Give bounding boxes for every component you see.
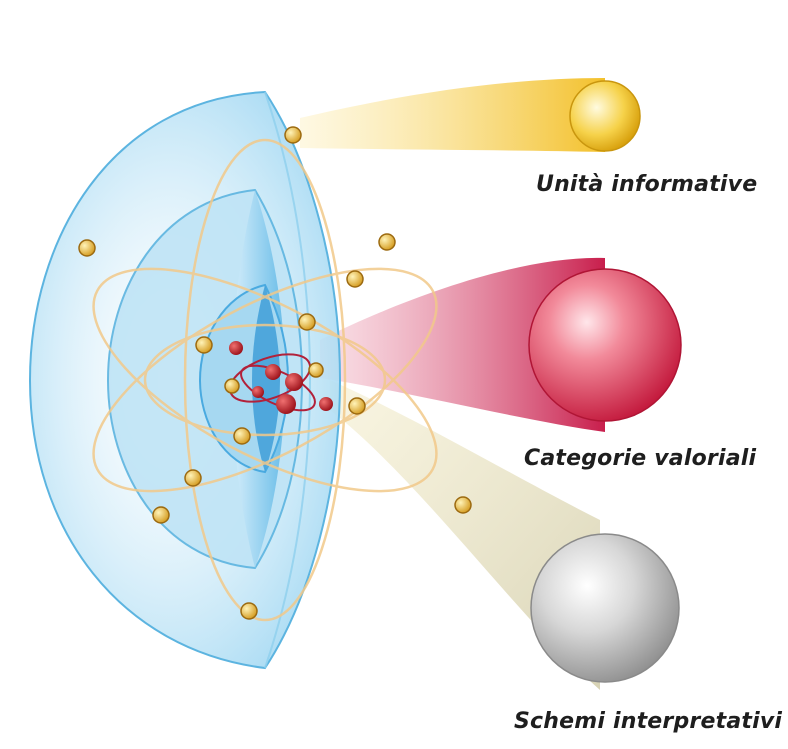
tail-unita [300, 78, 605, 152]
orbits [92, 138, 438, 622]
ball-schemi [530, 533, 680, 683]
electrons [78, 126, 472, 620]
inner-shell [198, 283, 290, 474]
tail-categorie [320, 257, 605, 432]
label-unita-informative: Unità informative [536, 172, 758, 197]
ball-categorie [528, 268, 682, 422]
ball-unita [569, 80, 641, 152]
label-schemi-interpretativi: Schemi interpretativi [514, 709, 783, 734]
label-categorie-valoriali: Categorie valoriali [524, 446, 757, 471]
